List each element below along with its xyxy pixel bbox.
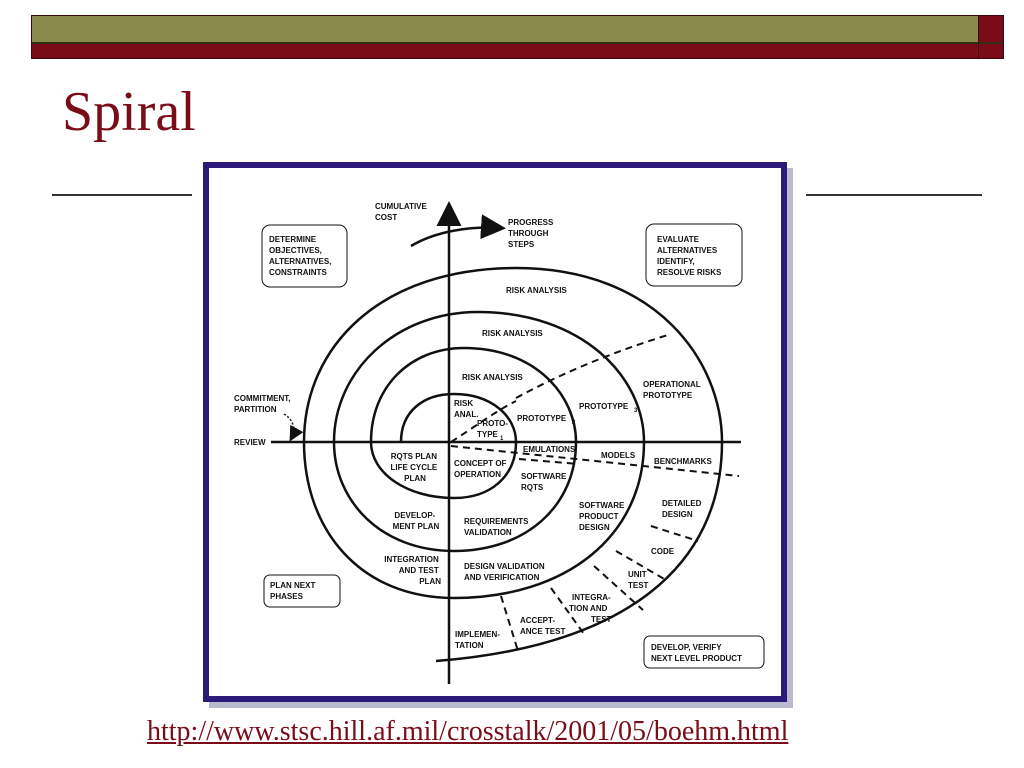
label-commitment: COMMITMENT, PARTITION [234,394,293,414]
label-determine: DETERMINE OBJECTIVES, ALTERNATIVES, CONS… [269,235,334,277]
label-models: MODELS [601,451,636,460]
label-risk-analysis-outer: RISK ANALYSIS [506,286,567,295]
box-determine [261,224,348,288]
label-operational-prototype: OPERATIONAL PROTOTYPE [643,380,703,400]
diagram-frame: CUMULATIVE COST PROGRESS THROUGH STEPS R… [203,162,787,702]
label-software-rqts: SOFTWARE RQTS [521,472,569,492]
spiral-diagram: CUMULATIVE COST PROGRESS THROUGH STEPS R… [234,201,765,684]
label-rqts-plan: RQTS PLAN LIFE CYCLE PLAN [391,452,440,483]
label-implementation: IMPLEMEN- TATION [455,630,502,650]
title-rule-left [52,194,192,196]
label-integration-test: INTEGRA- TION AND TEST [569,593,613,624]
label-plan-next: PLAN NEXT PHASES [270,581,318,601]
label-design-validation: DESIGN VALIDATION AND VERIFICATION [464,562,547,582]
spiral-curve [302,266,724,663]
label-acceptance-test: ACCEPT- ANCE TEST [520,616,565,636]
label-cumulative-cost: CUMULATIVE COST [375,202,429,222]
label-risk-anal: RISK ANAL. [454,399,478,419]
box-develop [643,635,765,669]
slide-title: Spiral [62,81,196,143]
progress-arrow [410,214,506,248]
box-evaluate [645,223,743,287]
label-prototype-1: PROTO- TYPE 1 [477,419,510,442]
label-evaluate: EVALUATE ALTERNATIVES IDENTIFY, RESOLVE … [657,235,722,277]
label-software-product-design: SOFTWARE PRODUCT DESIGN [579,501,627,532]
label-emulations: EMULATIONS [523,445,576,454]
title-band-corner-line [979,42,1003,44]
label-prototype-2: PROTOTYPE 2 [517,414,576,426]
label-benchmarks: BENCHMARKS [654,457,712,466]
source-link[interactable]: http://www.stsc.hill.af.mil/crosstalk/20… [147,716,789,747]
label-risk-analysis-middle: RISK ANALYSIS [482,329,543,338]
dashed-dividers [450,333,740,652]
box-plan [263,574,341,608]
commitment-arrow [283,413,304,442]
label-review: REVIEW [234,438,266,447]
title-band [31,15,979,59]
label-unit-test: UNIT TEST [628,570,649,590]
label-integration-test-plan: INTEGRATION AND TEST PLAN [384,555,441,586]
label-concept-of-operation: CONCEPT OF OPERATION [454,459,509,479]
title-band-olive [32,16,978,42]
label-develop: DEVELOP, VERIFY NEXT LEVEL PRODUCT [651,643,742,663]
title-rule-right [806,194,982,196]
title-band-line [32,42,978,44]
label-detailed-design: DETAILED DESIGN [662,499,704,519]
label-requirements-validation: REQUIREMENTS VALIDATION [464,517,531,537]
title-band-corner [978,15,1004,59]
label-code: CODE [651,547,675,556]
label-risk-analysis-inner: RISK ANALYSIS [462,373,523,382]
label-prototype-3: PROTOTYPE 3 [579,402,638,414]
label-development-plan: DEVELOP- MENT PLAN [393,511,440,531]
label-progress: PROGRESS THROUGH STEPS [508,218,556,249]
